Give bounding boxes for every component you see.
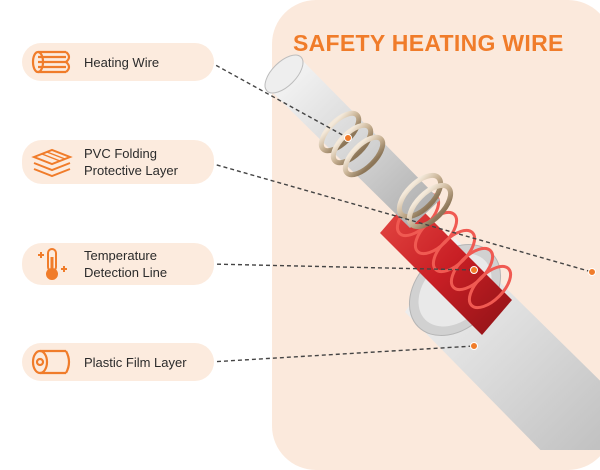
folded-layers-icon [28,143,76,181]
leader-line-plastic-film [209,345,475,363]
label-plastic-film: Plastic Film Layer [22,343,214,381]
label-temperature-line-text: Temperature Detection Line [84,248,168,280]
label-heating-wire-text: Heating Wire [84,54,160,70]
label-temperature-line: Temperature Detection Line [22,243,214,285]
film-roll-icon [28,343,76,381]
label-plastic-film-text: Plastic Film Layer [84,354,187,370]
leader-line-temperature-line [209,263,475,271]
label-pvc-layer-text: PVC Folding Protective Layer [84,146,178,178]
inner-core [264,54,440,228]
page-title: SAFETY HEATING WIRE [293,30,564,56]
label-heating-wire: Heating Wire [22,43,214,81]
leader-lines [209,61,593,363]
diagram-canvas: SAFETY HEATING WIRE [22,0,600,470]
heating-coil [318,110,454,230]
thermometer-icon [28,245,76,283]
wire-bundle-icon [28,43,76,81]
leader-line-heating-wire [209,61,349,139]
leader-line-pvc-layer [209,162,593,273]
label-pvc-layer: PVC Folding Protective Layer [22,140,214,184]
cable-illustration [206,54,600,450]
